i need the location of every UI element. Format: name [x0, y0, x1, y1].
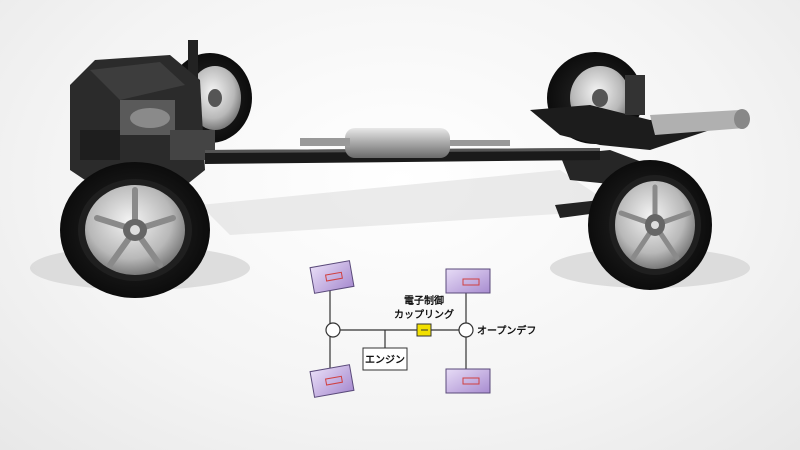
front-right-wheel-box [309, 364, 355, 398]
electronic-coupling [416, 323, 432, 337]
coupling-label-line2: カップリング [394, 308, 454, 321]
rear-left-wheel-box [445, 268, 491, 294]
open-diff-label: オープンデフ [477, 324, 536, 337]
rear-right-wheel [588, 160, 712, 290]
center-muffler [300, 128, 510, 158]
front-differential [325, 322, 341, 338]
engine-block [70, 55, 215, 190]
rear-right-wheel-box [445, 368, 491, 394]
open-differential [458, 322, 474, 338]
front-right-wheel [60, 162, 210, 298]
awd-schematic: 電子制御 カップリング オープンデフ エンジン [309, 260, 536, 398]
front-left-wheel-box [309, 260, 355, 294]
engine-box [362, 347, 408, 371]
coupling-label-line1: 電子制御 [404, 294, 444, 307]
engine-label: エンジン [365, 354, 405, 366]
